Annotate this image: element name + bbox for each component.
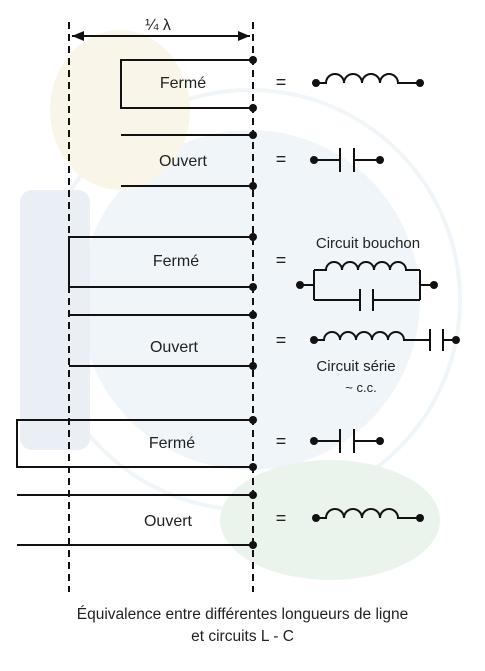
quarter-wave-label: ¼ λ: [145, 17, 171, 34]
terminal-dot: [249, 104, 257, 112]
caption-line-2: et circuits L - C: [191, 628, 294, 645]
quarter-wave-dimension: ¼ λ: [72, 17, 250, 41]
arrow-right-icon: [238, 31, 250, 41]
parallel-lc-symbol: [296, 261, 438, 311]
section-state-label: Ouvert: [144, 513, 193, 530]
equals-sign: =: [276, 149, 287, 169]
circuit-serie-label: Circuit série: [316, 358, 395, 375]
arrow-left-icon: [72, 31, 84, 41]
terminal-dot: [249, 311, 257, 319]
equals-sign: =: [276, 250, 287, 270]
shorted-line: [16, 419, 253, 468]
capacitor-symbol: [310, 429, 384, 453]
terminal-dot: [249, 56, 257, 64]
caption-line-1: Équivalence entre différentes longueurs …: [76, 606, 409, 623]
circuit-bouchon-label: Circuit bouchon: [316, 235, 420, 252]
section-state-label: Ouvert: [159, 153, 208, 170]
inductor-symbol: [312, 508, 424, 522]
shorted-line: [120, 59, 253, 109]
section-state-label: Ouvert: [150, 339, 199, 356]
section-state-label: Fermé: [153, 253, 199, 270]
terminal-dot: [249, 283, 257, 291]
shorted-line: [68, 236, 253, 288]
equals-sign: =: [276, 431, 287, 451]
terminal-dot: [249, 362, 257, 370]
equals-sign: =: [276, 508, 287, 528]
equals-sign: =: [276, 72, 287, 92]
section-open-long: Ouvert =: [17, 491, 424, 549]
capacitor-symbol: [310, 148, 384, 172]
equals-sign: =: [276, 330, 287, 350]
terminal-dot: [249, 463, 257, 471]
series-lc-symbol: [310, 329, 460, 351]
section-open-quarter: Ouvert =: [121, 131, 384, 190]
terminal-dot: [249, 182, 257, 190]
section-closed-long: Fermé =: [16, 416, 384, 471]
terminal-dot: [249, 131, 257, 139]
terminal-dot: [249, 541, 257, 549]
section-open-half: Ouvert = Circuit série ~ c.c.: [69, 311, 460, 395]
figure-caption: Équivalence entre différentes longueurs …: [0, 604, 485, 648]
inductor-symbol: [312, 73, 424, 87]
terminal-dot: [249, 416, 257, 424]
section-state-label: Fermé: [149, 435, 195, 452]
terminal-dot: [249, 233, 257, 241]
section-closed-quarter: Fermé =: [120, 56, 424, 112]
section-state-label: Fermé: [160, 75, 206, 92]
section-closed-half: Fermé = Circuit bouchon: [68, 233, 438, 311]
circuit-serie-note: ~ c.c.: [345, 380, 376, 395]
terminal-dot: [249, 491, 257, 499]
watermark: [20, 30, 462, 580]
